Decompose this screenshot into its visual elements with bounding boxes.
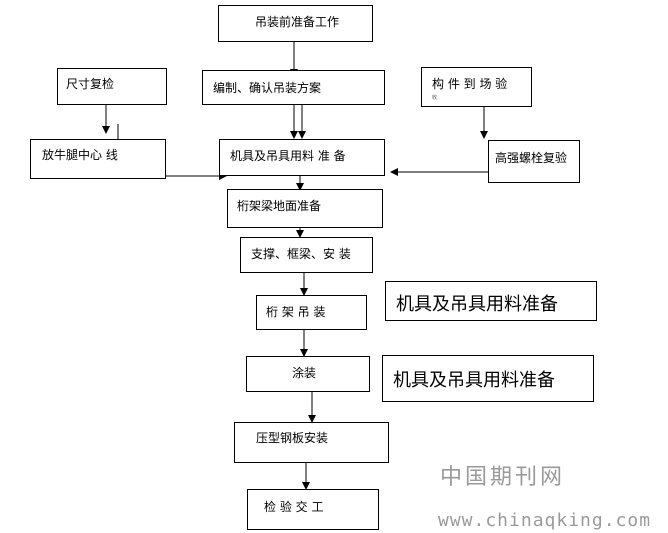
box-bolt-check: 高强螺栓复验 [488,140,580,183]
box-support: 支撑、框梁、安 装 [240,237,373,273]
box-prep: 吊装前准备工作 [218,5,373,42]
watermark-cn: 中国期刊网 [440,465,566,490]
box-arrival: 构 件 到 场 验 收 [421,67,532,107]
box-tools: 机具及吊具用料 准 备 [219,139,385,176]
label-note1: 机具及吊具用料准备 [396,294,558,315]
box-ground: 桁架梁地面准备 [227,189,383,228]
label-arrival: 构 件 到 场 验 [432,77,508,91]
label-centerline: 放牛腿中心 线 [42,148,118,162]
label-plan: 编制、确认吊装方案 [213,81,322,95]
box-note2: 机具及吊具用料准备 [382,355,594,402]
box-deck: 压型钢板安装 [234,422,389,463]
label-note2: 机具及吊具用料准备 [393,370,555,391]
box-lift: 桁 架 吊 装 [256,295,367,330]
label-handover: 检 验 交 工 [264,500,324,514]
label-paint: 涂装 [292,366,317,380]
box-handover: 检 验 交 工 [247,489,379,530]
label-bolt-check: 高强螺栓复验 [495,151,568,165]
box-centerline: 放牛腿中心 线 [30,139,166,179]
label-prep: 吊装前准备工作 [255,15,340,29]
box-paint: 涂装 [246,356,370,392]
label-ground: 桁架梁地面准备 [237,199,322,213]
box-size-check: 尺寸复检 [57,68,167,105]
box-note1: 机具及吊具用料准备 [385,281,597,321]
label-deck: 压型钢板安装 [256,431,329,445]
label-tools: 机具及吊具用料 准 备 [230,149,346,163]
label-size-check: 尺寸复检 [66,77,115,91]
label-support: 支撑、框梁、安 装 [251,247,351,261]
label-arrival-sub: 收 [432,95,438,101]
watermark-url: www.chinaqking.com [438,510,652,531]
label-lift: 桁 架 吊 装 [266,305,326,319]
box-plan: 编制、确认吊装方案 [202,70,385,105]
